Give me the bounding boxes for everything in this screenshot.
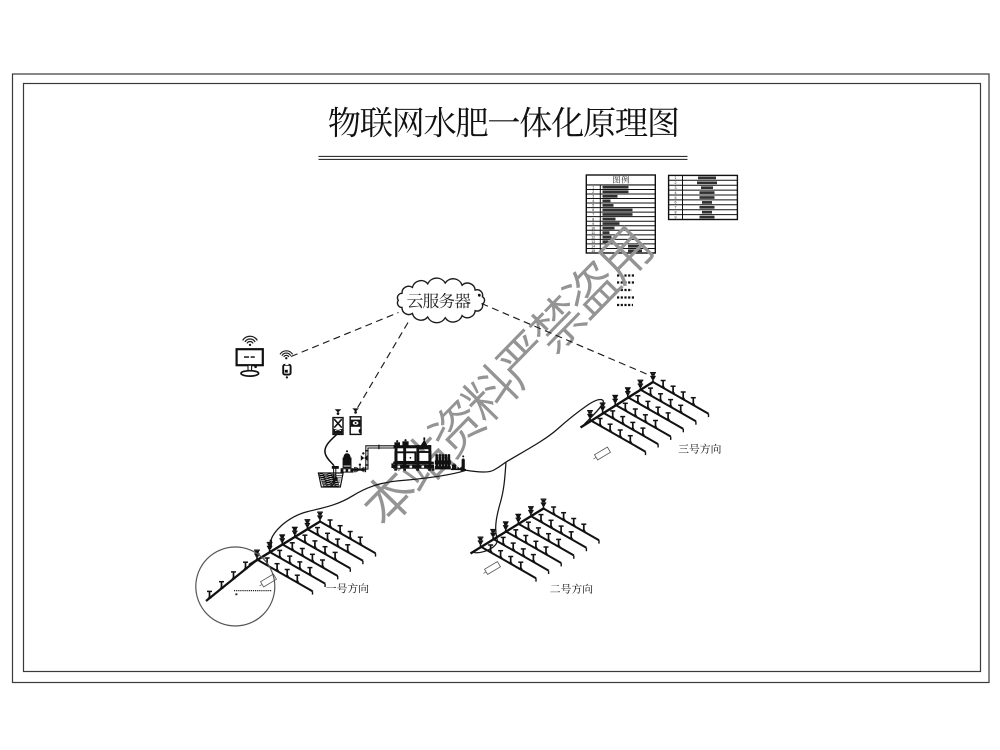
svg-text:11: 11: [591, 231, 595, 235]
svg-text:14: 14: [591, 244, 595, 248]
svg-text:1: 1: [592, 185, 594, 189]
svg-text:12: 12: [591, 235, 595, 239]
svg-text:3: 3: [592, 195, 594, 199]
svg-text:13: 13: [591, 240, 595, 244]
svg-text:4: 4: [675, 191, 677, 195]
svg-text:5: 5: [675, 196, 677, 200]
svg-text:2: 2: [592, 190, 594, 194]
svg-text:7: 7: [675, 206, 677, 210]
svg-text:6: 6: [675, 201, 677, 205]
svg-text:15: 15: [591, 249, 595, 253]
svg-text:1: 1: [675, 176, 677, 180]
svg-text:10: 10: [591, 226, 595, 230]
svg-text:8: 8: [592, 217, 594, 221]
svg-text:4: 4: [592, 199, 594, 203]
svg-text:6: 6: [592, 208, 594, 212]
svg-text:8: 8: [675, 210, 677, 214]
svg-text:9: 9: [675, 215, 677, 219]
svg-text:3: 3: [675, 186, 677, 190]
svg-text:9: 9: [592, 222, 594, 226]
svg-text:7: 7: [592, 213, 594, 217]
svg-text:5: 5: [592, 204, 594, 208]
svg-text:2: 2: [675, 181, 677, 185]
